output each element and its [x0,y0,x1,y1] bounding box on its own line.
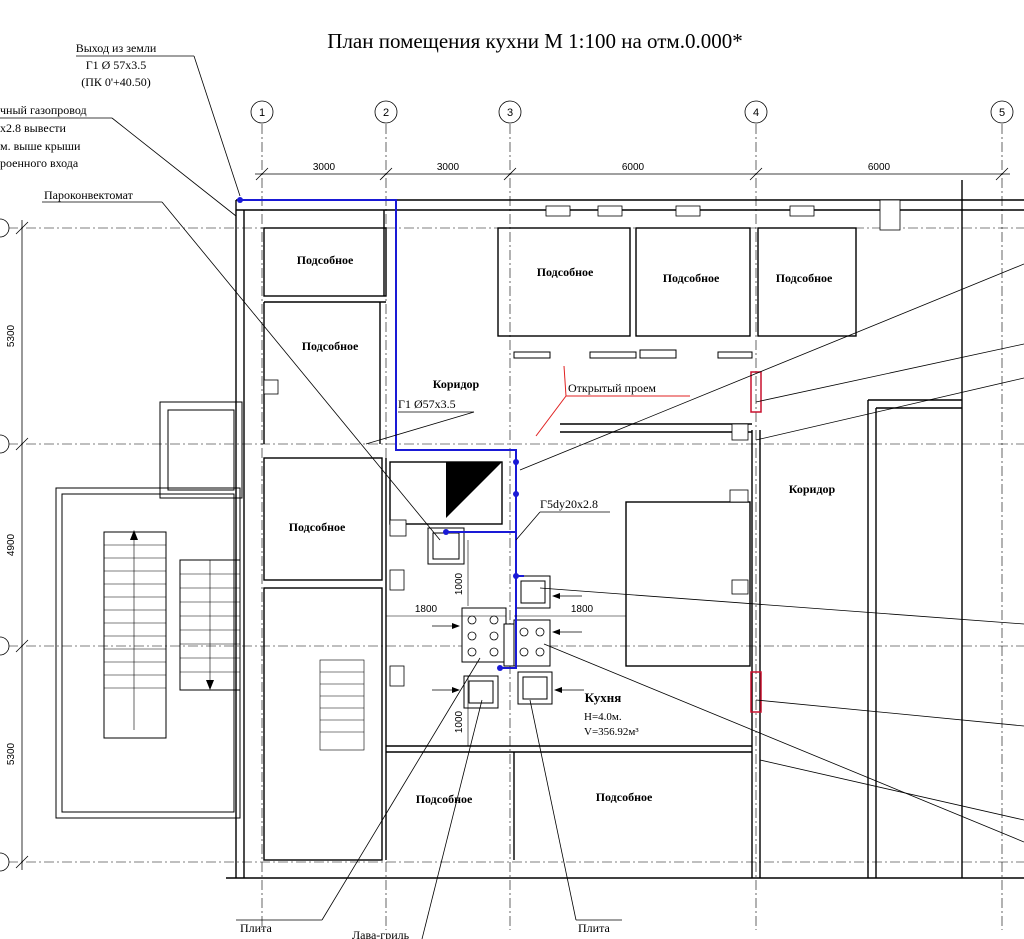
note-ground-exit-3: (ПК 0'+40.50) [81,75,151,89]
dim-top-3: 6000 [622,162,645,173]
room-utility-2: Подсобное [302,339,359,353]
axis-label-2: 2 [383,107,389,119]
room-utility-6: Подсобное [289,520,346,534]
stair-block-inner [319,659,365,751]
top-windows [545,199,901,231]
dim-top-1: 3000 [313,162,336,173]
top-dimension-chain [255,167,1010,181]
axis-label-4: 4 [753,107,759,119]
room-utility-5: Подсобное [776,271,833,285]
stove-right-unit [513,619,551,667]
left-dimension-chain [15,220,29,870]
open-passage-leaders [535,365,690,437]
dim-left-2: 4900 [6,533,17,556]
room-corridor-1: Коридор [433,377,480,391]
room-utility-4: Подсобное [663,271,720,285]
note-pipe-kitchen: Г5dy20х2.8 [540,497,598,511]
red-wall-segments [750,371,762,713]
plan-title: План помещения кухни М 1:100 на отм.0.00… [327,29,742,53]
axis-marker-4 [744,100,768,124]
kitchen-height: H=4.0м. [584,711,622,723]
axis-marker-3 [498,100,522,124]
dim-left-1: 5300 [6,324,17,347]
note-ground-exit-2: Г1 Ø 57х3.5 [86,58,147,72]
axis-markers: 1 2 3 4 5 [0,100,1014,872]
dim-left-3: 5300 [6,742,17,765]
partition-stubs [513,349,753,359]
axis-label-3: 3 [507,107,513,119]
dim-kitchen-left: 1800 [415,604,438,615]
ventilation-shaft [446,462,502,518]
note-gas-pipe-1: чный газопровод [0,103,87,117]
kitchen-volume: V=356.92м³ [584,726,639,738]
dim-top-4: 6000 [868,162,891,173]
dim-kitchen-depth-b: 1000 [454,710,465,733]
stove-burners [467,615,545,657]
building-walls [226,180,1024,879]
note-open-passage: Открытый проем [568,381,656,395]
gas-valves [237,197,519,671]
kitchen-dims [386,540,626,746]
axis-label-5: 5 [999,107,1005,119]
dim-kitchen-depth-a: 1000 [454,572,465,595]
room-corridor-2: Коридор [789,482,836,496]
note-gas-pipe-2: х2.8 вывести [0,121,67,135]
kitchen-equipment [427,527,553,709]
note-stove-right: Плита [578,921,610,935]
axis-marker-5 [990,100,1014,124]
room-utility-3: Подсобное [537,265,594,279]
room-utility-7: Подсобное [416,792,473,806]
dim-kitchen-right: 1800 [571,604,594,615]
axis-marker-2 [374,100,398,124]
dim-top-2: 3000 [437,162,460,173]
room-utility-8: Подсобное [596,790,653,804]
note-ground-exit-1: Выход из земли [76,41,157,55]
axis-marker-1 [250,100,274,124]
note-stove-left: Плита [240,921,272,935]
room-kitchen: Кухня [585,690,622,705]
note-lava-grill: Лава-гриль [352,928,410,939]
note-combi-oven: Пароконвектомат [44,188,134,202]
note-gas-pipe-3: м. выше крыши [0,139,81,153]
stair-treads [104,536,240,730]
leader-lines [0,55,1024,939]
room-utility-1: Подсобное [297,253,354,267]
axis-label-1: 1 [259,107,265,119]
note-gas-pipe-4: роенного входа [0,156,79,170]
note-pipe-corridor: Г1 Ø57х3.5 [398,397,456,411]
